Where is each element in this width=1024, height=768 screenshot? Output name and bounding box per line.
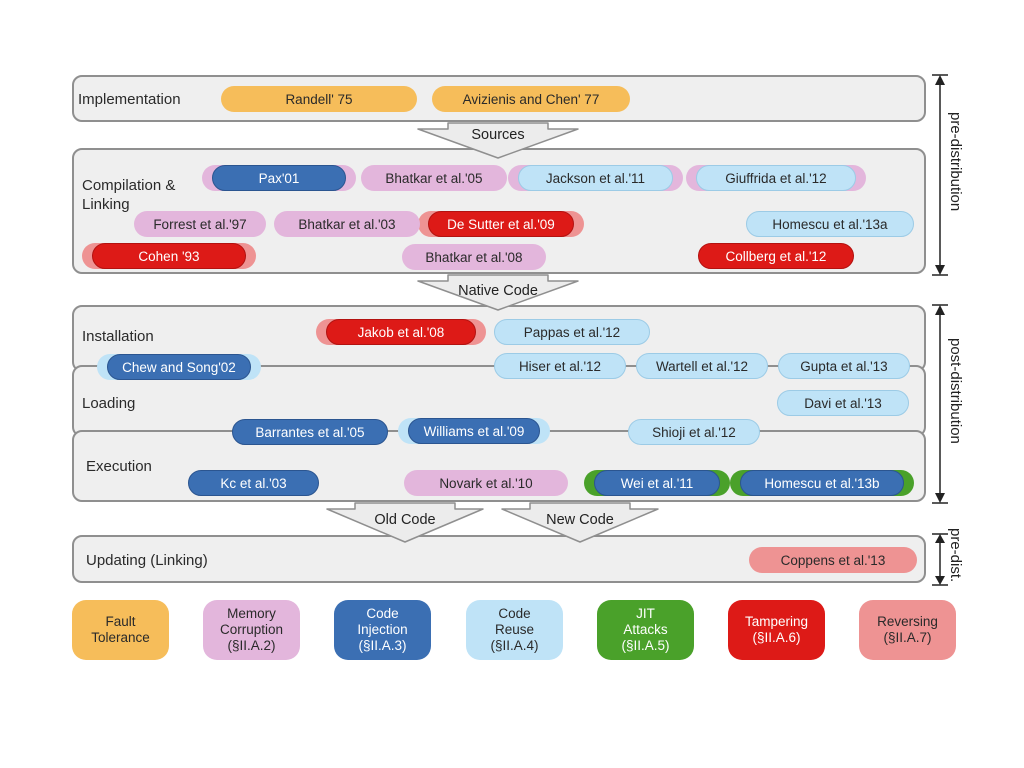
pill-hiser-body: Hiser et al.'12 — [494, 353, 626, 379]
pill-wei-body: Wei et al.'11 — [594, 470, 720, 496]
pill-bhatkar05-body: Bhatkar et al.'05 — [361, 165, 507, 191]
pill-wartell-body: Wartell et al.'12 — [636, 353, 768, 379]
pre-dist-label: pre-dist. — [947, 528, 964, 583]
pill-shioji-body: Shioji et al.'12 — [628, 419, 760, 445]
old-code-arrow — [326, 502, 484, 543]
pill-cohen-body: Cohen '93 — [92, 243, 246, 269]
old-code-arrow-label: Old Code — [374, 512, 436, 528]
pill-bhatkar08-body: Bhatkar et al.'08 — [402, 244, 546, 270]
stage-label-installation: Installation — [82, 328, 154, 345]
stage-label-implementation: Implementation — [78, 91, 181, 108]
pill-kc-body: Kc et al.'03 — [188, 470, 319, 496]
stage-label-loading: Loading — [82, 395, 136, 412]
legend-jit-attacks: JIT Attacks (§II.A.5) — [597, 600, 694, 660]
legend-tampering: Tampering (§II.A.6) — [728, 600, 825, 660]
new-code-arrow-label: New Code — [546, 512, 614, 528]
legend-code-reuse: Code Reuse (§II.A.4) — [466, 600, 563, 660]
legend-memory-corruption: Memory Corruption (§II.A.2) — [203, 600, 300, 660]
sources-arrow-label: Sources — [471, 127, 525, 143]
stage-label-execution: Execution — [86, 458, 152, 475]
pill-avizienis-body: Avizienis and Chen' 77 — [432, 86, 630, 112]
new-code-arrow — [501, 502, 659, 543]
pill-pappas-body: Pappas et al.'12 — [494, 319, 650, 345]
legend-fault-tolerance: Fault Tolerance — [72, 600, 169, 660]
pill-desutter-body: De Sutter et al.'09 — [428, 211, 574, 237]
pill-homescu13b-body: Homescu et al.'13b — [740, 470, 904, 496]
stage-label-compilation: Compilation & Linking — [82, 177, 176, 213]
pill-jackson-body: Jackson et al.'11 — [518, 165, 673, 191]
native-code-arrow-label: Native Code — [458, 283, 538, 299]
post-distribution-label: post-distribution — [947, 338, 964, 444]
pill-homescu13a-body: Homescu et al.'13a — [746, 211, 914, 237]
pill-chewsong-body: Chew and Song'02 — [107, 354, 251, 380]
stage-implementation — [72, 75, 926, 122]
pill-randell-body: Randell' 75 — [221, 86, 417, 112]
pill-pax-body: Pax'01 — [212, 165, 346, 191]
sources-arrow — [417, 122, 579, 159]
pill-davi-body: Davi et al.'13 — [777, 390, 909, 416]
pill-gupta-body: Gupta et al.'13 — [778, 353, 910, 379]
pre-distribution-label: pre-distribution — [947, 112, 964, 212]
pill-coppens-body: Coppens et al.'13 — [749, 547, 917, 573]
pill-bhatkar03-body: Bhatkar et al.'03 — [274, 211, 420, 237]
pill-jakob-body: Jakob et al.'08 — [326, 319, 476, 345]
pill-barrantes-body: Barrantes et al.'05 — [232, 419, 388, 445]
native-code-arrow — [417, 274, 579, 311]
pill-williams-body: Williams et al.'09 — [408, 418, 540, 444]
pill-novark-body: Novark et al.'10 — [404, 470, 568, 496]
pill-collberg-body: Collberg et al.'12 — [698, 243, 854, 269]
pill-forrest-body: Forrest et al.'97 — [134, 211, 266, 237]
legend-code-injection: Code Injection (§II.A.3) — [334, 600, 431, 660]
legend-reversing: Reversing (§II.A.7) — [859, 600, 956, 660]
stage-label-updating: Updating (Linking) — [86, 552, 208, 569]
pill-giuffrida-body: Giuffrida et al.'12 — [696, 165, 856, 191]
